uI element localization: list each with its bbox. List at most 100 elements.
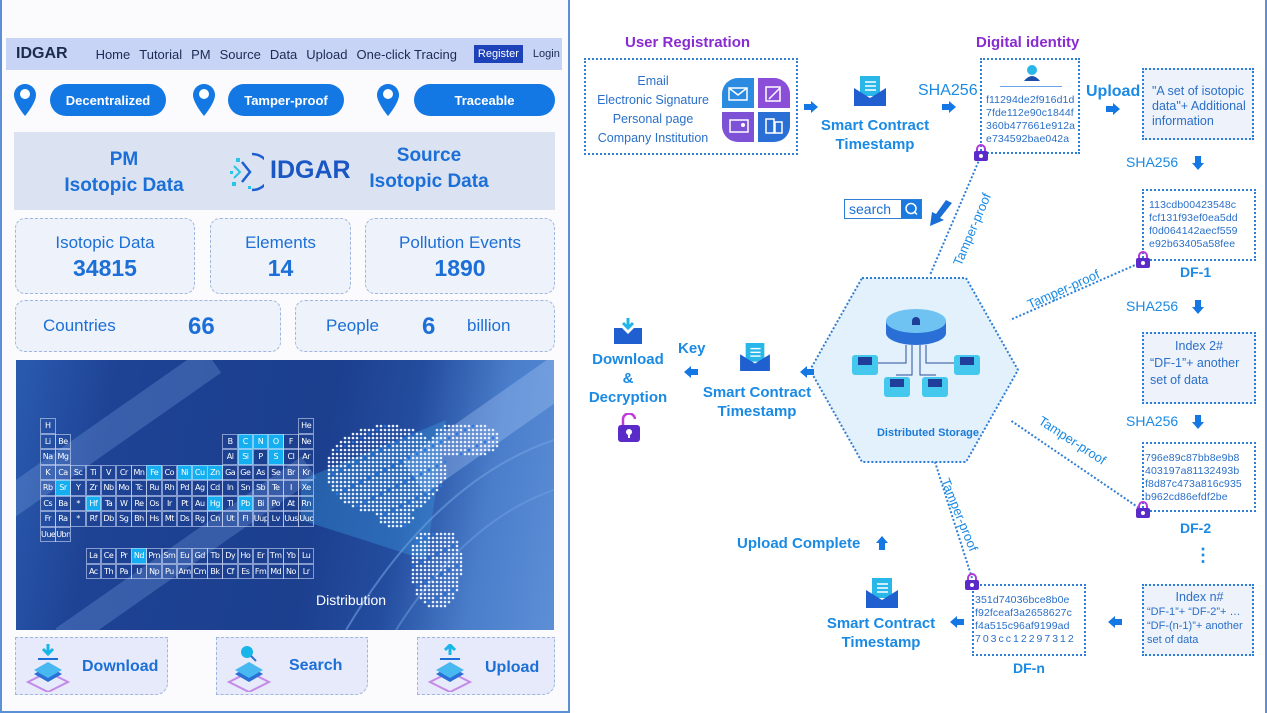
map-dot [487, 448, 491, 452]
nav-data[interactable]: Data [269, 46, 298, 62]
map-dot [347, 436, 351, 440]
nav-upload[interactable]: Upload [306, 46, 348, 62]
map-dot [387, 524, 391, 528]
map-dot [431, 592, 435, 596]
df1-hash: 113cdb00423548c fcf131f93ef0ea5dd f0d064… [1149, 199, 1238, 251]
brand-logo[interactable]: IDGAR [16, 45, 68, 62]
map-dot [403, 492, 407, 496]
map-dot [435, 468, 439, 472]
map-dot [439, 556, 443, 560]
map-dot [431, 488, 435, 492]
map-dot [459, 556, 463, 560]
map-dot [427, 444, 431, 448]
registration-personal-page: Personal page [612, 112, 694, 126]
map-dot [455, 540, 459, 544]
map-dot [399, 472, 403, 476]
map-dot [387, 464, 391, 468]
feature-traceable[interactable]: Traceable [414, 84, 555, 116]
map-dot [387, 432, 391, 436]
map-dot [327, 464, 331, 468]
map-dot [347, 460, 351, 464]
sha256-label-3: SHA256 [1126, 413, 1179, 429]
map-dot [387, 436, 391, 440]
map-dot [435, 428, 439, 432]
map-dot [459, 436, 463, 440]
map-dot [343, 456, 347, 460]
map-dot [419, 540, 423, 544]
map-dot [403, 452, 407, 456]
map-dot [355, 436, 359, 440]
element-cell: Fl [237, 511, 254, 527]
map-dot [435, 436, 439, 440]
login-button[interactable]: Login [532, 48, 560, 60]
location-pin-icon [193, 84, 215, 116]
upload-action[interactable]: Upload [417, 637, 555, 695]
nav-one-click-tracing[interactable]: One-click Tracing [356, 46, 457, 62]
map-dot [431, 576, 435, 580]
search-button[interactable] [901, 200, 921, 218]
element-cell: Rn [298, 495, 314, 511]
map-dot [395, 516, 399, 520]
map-dot [463, 448, 467, 452]
map-dot [471, 428, 475, 432]
hash-line: e734592bae042a [986, 133, 1070, 145]
map-dot [351, 496, 355, 500]
upload-box-line: information [1152, 114, 1214, 128]
map-dot [443, 436, 447, 440]
map-dot [335, 448, 339, 452]
map-dot [391, 484, 395, 488]
map-dot [399, 504, 403, 508]
map-dot [435, 588, 439, 592]
nav-pm[interactable]: PM [191, 46, 211, 62]
search-icon [905, 202, 918, 216]
map-dot [411, 556, 415, 560]
map-dot [371, 484, 375, 488]
feature-tamper-proof[interactable]: Tamper-proof [228, 84, 344, 116]
map-dot [431, 600, 435, 604]
map-dot [415, 560, 419, 564]
map-dot [395, 520, 399, 524]
lock-icon [965, 573, 979, 590]
map-dot [359, 476, 363, 480]
map-dot [411, 564, 415, 568]
element-cell: K [40, 464, 56, 480]
map-dot [395, 440, 399, 444]
map-dot [435, 568, 439, 572]
smart-contract-icon [854, 76, 886, 106]
nav-tutorial[interactable]: Tutorial [139, 46, 183, 62]
idgar-logo-text: IDGAR [270, 156, 351, 184]
df1-box: 113cdb00423548c fcf131f93ef0ea5dd f0d064… [1142, 189, 1256, 261]
map-dot [411, 504, 415, 508]
map-dot [459, 572, 463, 576]
map-dot [427, 456, 431, 460]
source-isotopic-title[interactable]: Source Isotopic Data [354, 143, 504, 195]
register-button[interactable]: Register [473, 45, 523, 63]
df2-label: DF-2 [1180, 520, 1212, 536]
element-cell: Lu [298, 548, 314, 564]
search-action[interactable]: Search [216, 637, 368, 695]
pm-isotopic-title[interactable]: PM Isotopic Data [54, 147, 194, 199]
map-dot [451, 448, 455, 452]
map-dot [471, 432, 475, 436]
registration-signature: Electronic Signature [597, 93, 709, 107]
nav-home[interactable]: Home [95, 46, 131, 62]
search-box[interactable]: search [844, 199, 922, 219]
map-dot [419, 444, 423, 448]
search-input[interactable]: search [849, 201, 892, 217]
map-dot [375, 444, 379, 448]
map-dot [411, 472, 415, 476]
nav-source[interactable]: Source [219, 46, 261, 62]
feature-decentralized[interactable]: Decentralized [50, 84, 166, 116]
map-dot [439, 460, 443, 464]
user-avatar-icon [1024, 65, 1040, 81]
map-dot [419, 556, 423, 560]
map-dot [439, 484, 443, 488]
map-dot [443, 588, 447, 592]
map-dot [439, 560, 443, 564]
map-dot [451, 444, 455, 448]
download-action[interactable]: Download [15, 637, 168, 695]
map-dot [435, 484, 439, 488]
map-dot [375, 424, 379, 428]
map-dot [431, 532, 435, 536]
map-dot [339, 488, 343, 492]
